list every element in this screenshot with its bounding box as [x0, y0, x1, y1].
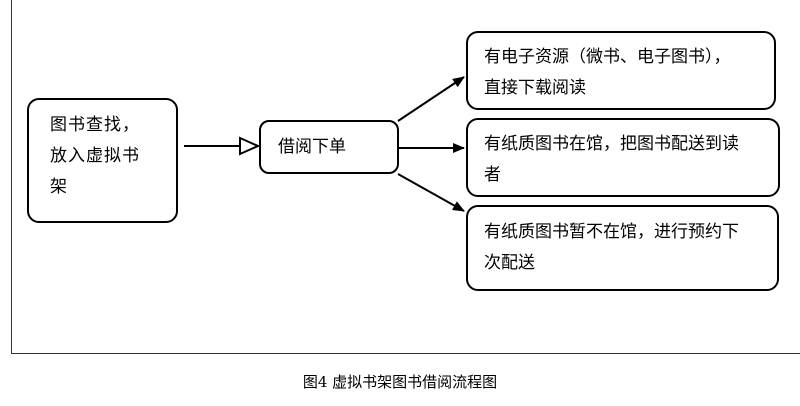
- node-ebook-download: 有电子资源（微书、电子图书）， 直接下载阅读: [466, 31, 776, 110]
- edge-borrow-to-paper-out: [397, 173, 465, 212]
- edge-source-to-borrow-arrowhead: [239, 136, 261, 156]
- node-paper-delivery-line-1: 有纸质图书在馆，把图书配送到读: [484, 134, 739, 154]
- node-paper-delivery-line-2: 者: [484, 165, 501, 185]
- node-ebook-download-line-1: 有电子资源（微书、电子图书），: [484, 47, 731, 67]
- node-paper-reservation: 有纸质图书暂不在馆，进行预约下 次配送: [466, 205, 779, 291]
- node-borrow-order-label: 借阅下单: [278, 137, 346, 157]
- figure-frame: [11, 0, 800, 354]
- node-book-search: 图书查找， 放入虚拟书 架: [27, 98, 178, 223]
- node-ebook-download-line-2: 直接下载阅读: [484, 78, 586, 98]
- node-borrow-order: 借阅下单: [259, 120, 399, 174]
- flow-edges: [184, 76, 465, 212]
- node-book-search-line-1: 图书查找，: [50, 115, 140, 135]
- node-book-search-line-3: 架: [50, 177, 68, 197]
- figure-caption: 图4 虚拟书架图书借阅流程图: [302, 373, 498, 391]
- node-book-search-line-2: 放入虚拟书: [50, 146, 140, 166]
- node-paper-reservation-line-1: 有纸质图书暂不在馆，进行预约下: [484, 222, 739, 242]
- node-paper-reservation-line-2: 次配送: [484, 253, 535, 273]
- node-paper-delivery: 有纸质图书在馆，把图书配送到读 者: [466, 118, 780, 197]
- edge-borrow-to-ebook: [397, 76, 465, 122]
